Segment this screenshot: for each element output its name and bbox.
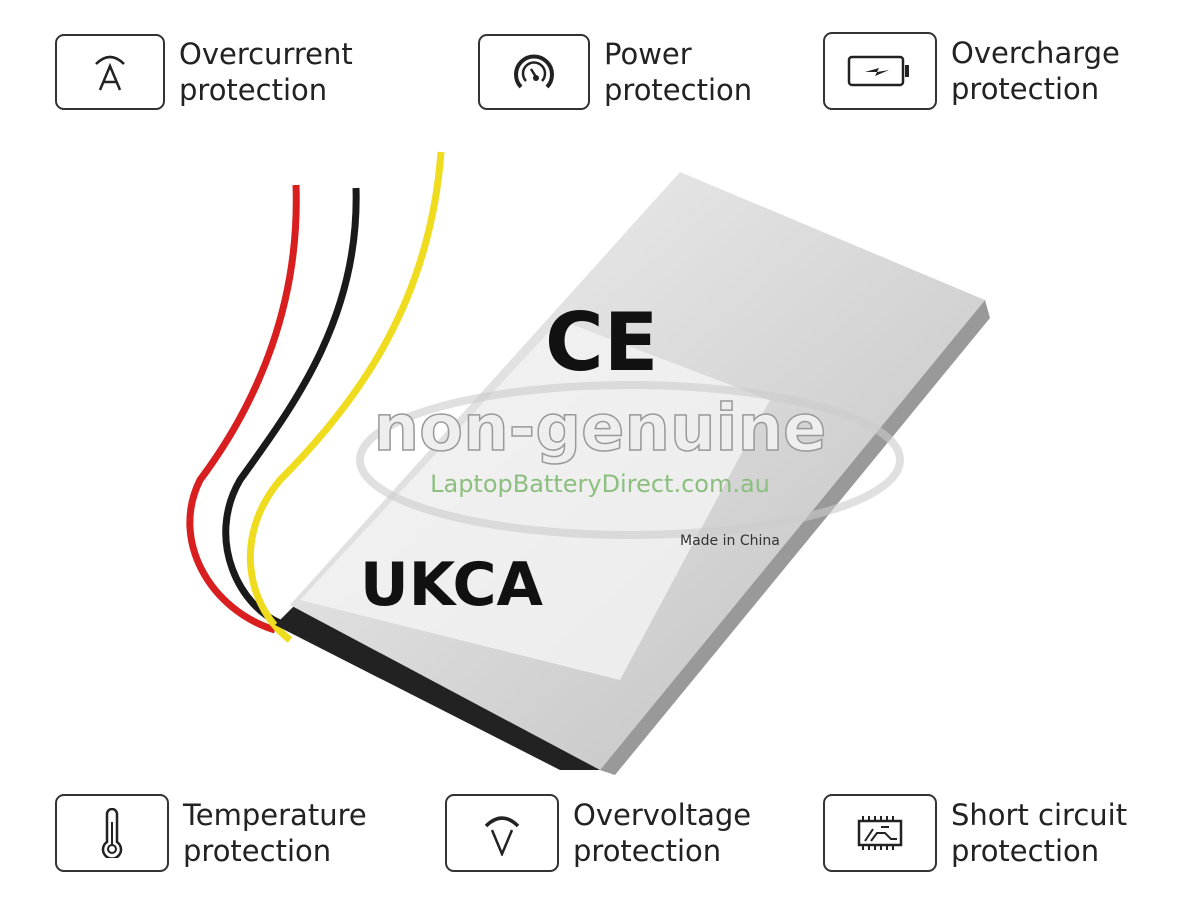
feature-title: Short circuit	[951, 798, 1128, 832]
battery-end-side	[600, 300, 990, 775]
feature-subtitle: protection	[604, 73, 753, 107]
feature-title: Overvoltage	[573, 798, 752, 832]
feature-title: Overcharge	[951, 36, 1120, 70]
battery-label	[300, 320, 770, 680]
thermometer-icon	[55, 794, 169, 872]
circuit-icon	[823, 794, 937, 872]
feature-title: Temperature	[183, 798, 367, 832]
red-wire	[186, 184, 300, 634]
gauge-icon	[478, 34, 590, 110]
feature-subtitle: protection	[183, 834, 332, 868]
ukca-mark: UKCA	[360, 550, 544, 620]
voltage-icon	[445, 794, 559, 872]
watermark-site: LaptopBatteryDirect.com.au	[430, 470, 770, 498]
black-wire	[222, 187, 360, 629]
battery-side	[275, 600, 600, 770]
watermark: non-genuine	[374, 392, 827, 466]
yellow-wire	[246, 151, 445, 643]
battery-charge-icon	[823, 32, 937, 110]
ampere-icon	[55, 34, 165, 110]
feature-title: Overcurrent	[179, 37, 353, 71]
feature-subtitle: protection	[573, 834, 722, 868]
feature-subtitle: protection	[951, 834, 1100, 868]
made-in-china: Made in China	[680, 533, 780, 549]
feature-title: Power	[604, 37, 692, 71]
watermark-ring	[356, 381, 904, 539]
feature-subtitle: protection	[179, 73, 328, 107]
feature-subtitle: protection	[951, 72, 1100, 106]
ce-mark: CE	[545, 296, 658, 389]
